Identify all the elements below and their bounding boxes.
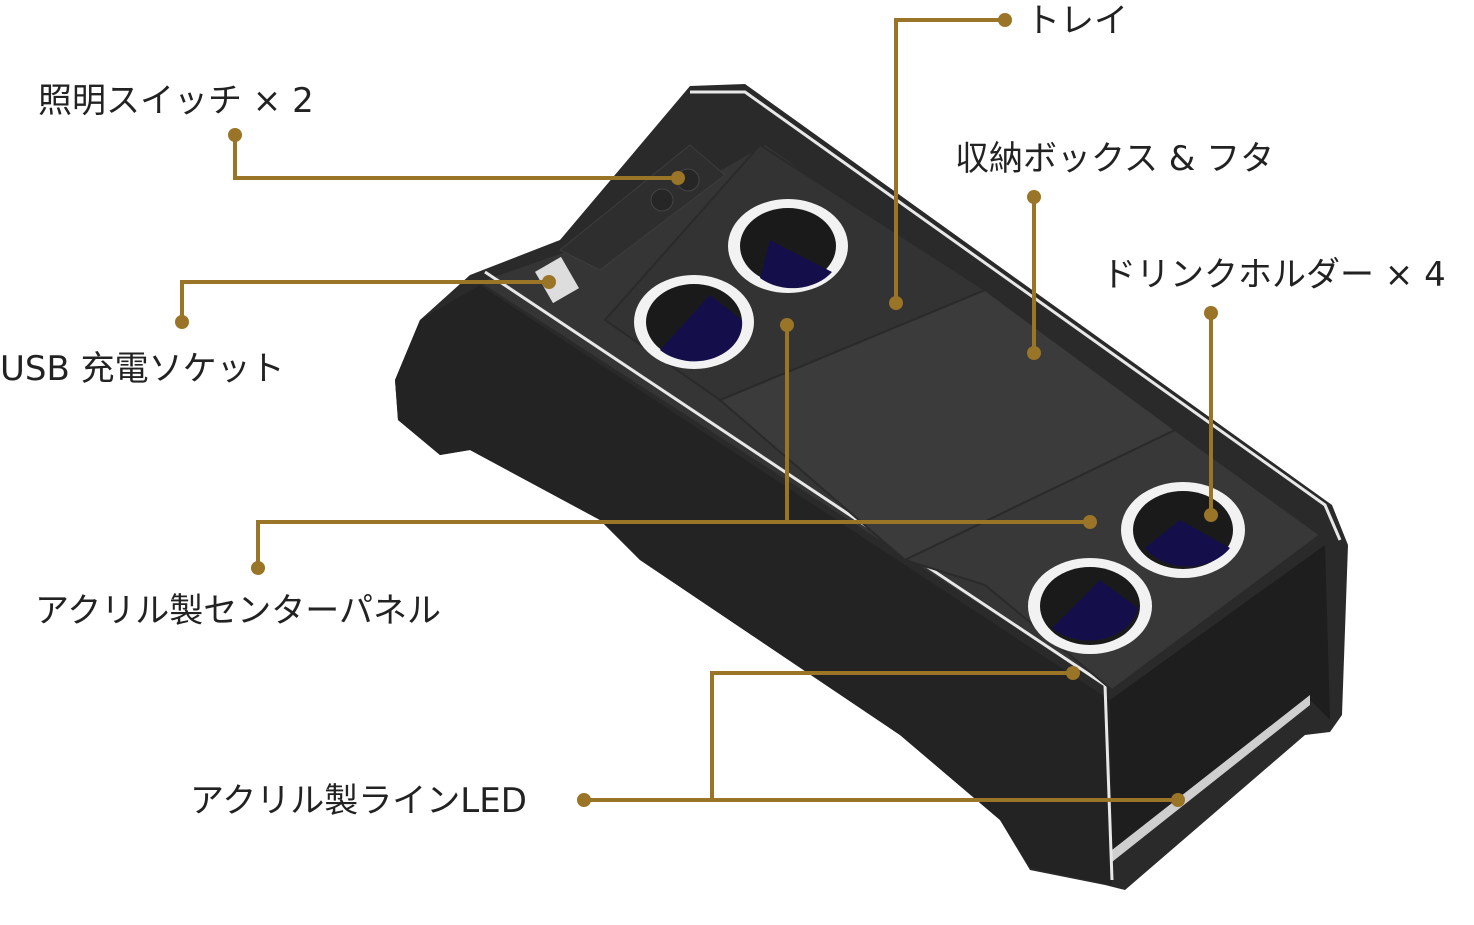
light-switch[interactable] <box>650 188 674 212</box>
drink-holder <box>1028 558 1152 654</box>
console-right-end <box>1110 545 1330 850</box>
label-usb: USB 充電ソケット <box>0 349 285 389</box>
label-light-switch: 照明スイッチ × 2 <box>38 81 314 121</box>
led-strip <box>1112 695 1310 862</box>
label-storage-box: 収納ボックス & フタ <box>955 139 1274 179</box>
callout-tray: トレイ <box>889 1 1128 310</box>
drink-holder <box>634 275 754 369</box>
drink-holder <box>728 199 848 293</box>
console-front-side <box>395 285 1112 885</box>
callout-storage-box: 収納ボックス & フタ <box>955 139 1274 360</box>
callout-line-led: アクリル製ラインLED <box>190 666 1185 821</box>
label-line-led: アクリル製ラインLED <box>190 781 527 821</box>
console-box-illustration <box>395 84 1348 890</box>
label-drink-holder: ドリンクホルダー × 4 <box>1102 255 1446 295</box>
usb-socket <box>535 256 579 304</box>
callout-center-panel: アクリル製センターパネル <box>35 318 1097 631</box>
callout-light-switch: 照明スイッチ × 2 <box>38 81 685 185</box>
drink-holder <box>1121 482 1245 578</box>
callout-drink-holder: ドリンクホルダー × 4 <box>1102 255 1446 522</box>
label-tray: トレイ <box>1026 1 1128 41</box>
label-center-panel: アクリル製センターパネル <box>35 591 441 631</box>
callout-usb: USB 充電ソケット <box>0 275 556 389</box>
